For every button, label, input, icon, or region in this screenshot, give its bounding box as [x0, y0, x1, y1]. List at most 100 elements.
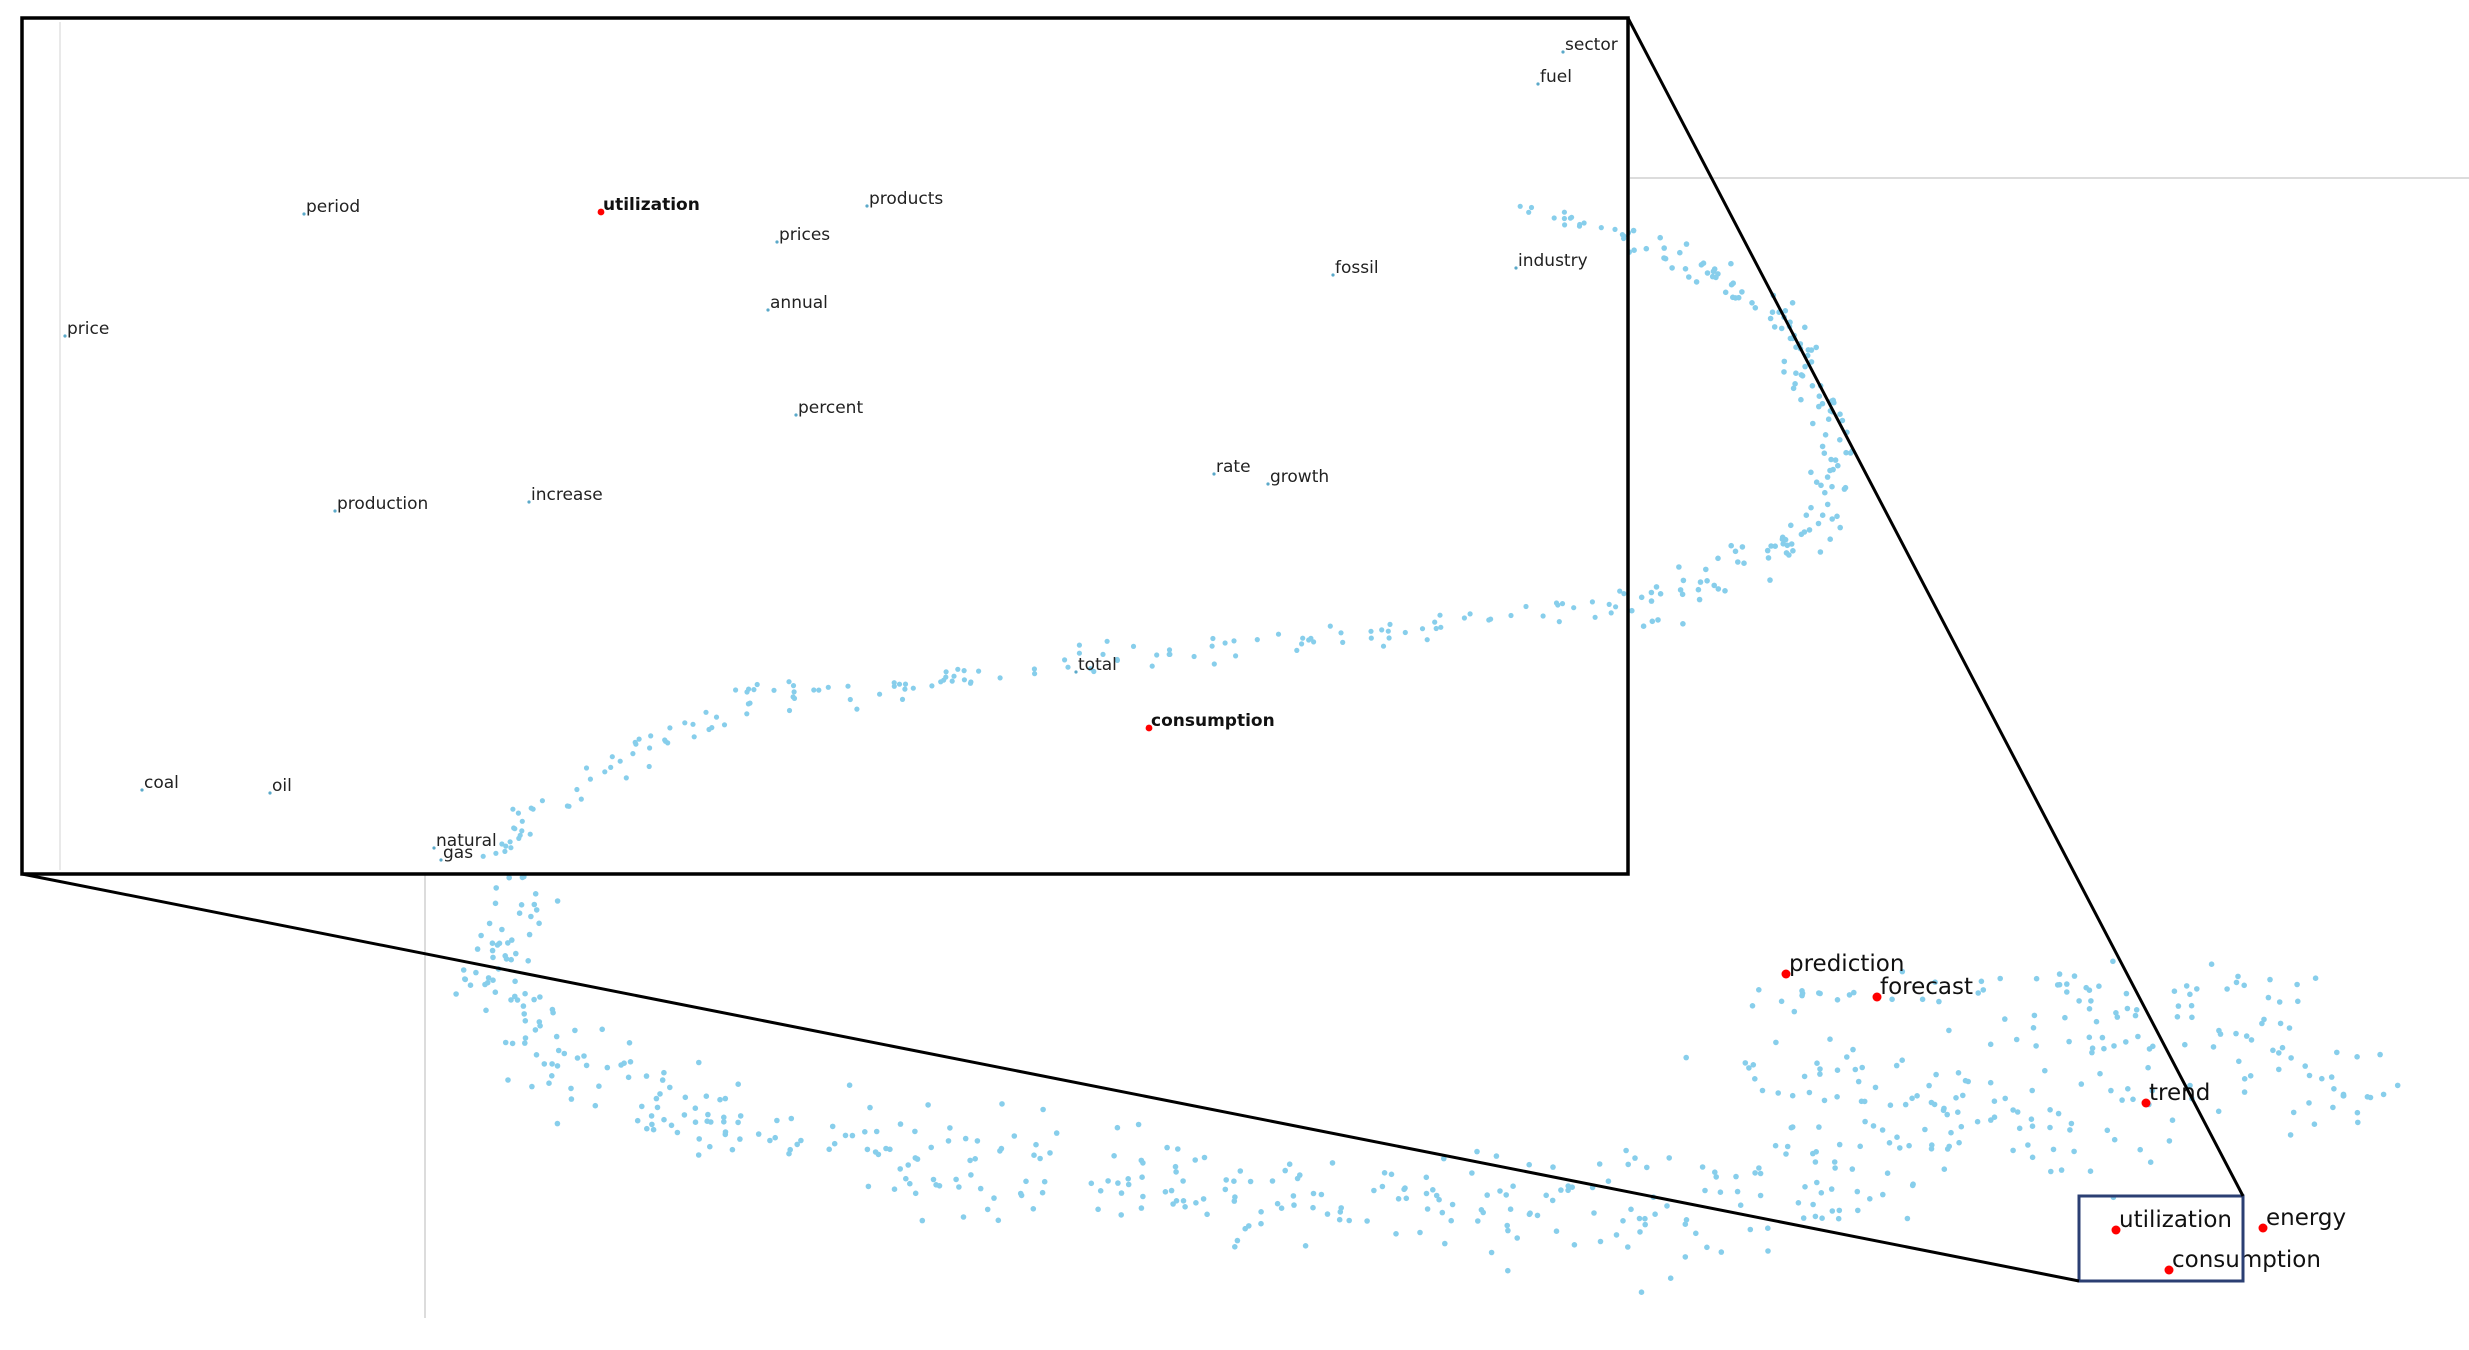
main-point-405: [522, 1035, 529, 1041]
inset-label-growth: growth: [1270, 467, 1329, 487]
main-point-734: [1664, 1203, 1670, 1209]
main-point-424: [522, 990, 528, 997]
main-point-607: [1017, 1190, 1024, 1197]
main-point-137: [1715, 555, 1721, 562]
main-point-805: [1906, 1142, 1912, 1149]
main-point-616: [1237, 1168, 1244, 1174]
main-point-954: [1932, 979, 1938, 985]
main-point-141: [1764, 547, 1771, 554]
main-point-661: [1364, 1218, 1370, 1224]
main-point-895: [2133, 1007, 2140, 1013]
main-point-983: [2241, 982, 2247, 989]
main-point-150: [1803, 512, 1810, 518]
main-point-902: [2261, 1016, 2267, 1023]
main-marker-consumption: [2164, 1265, 2174, 1275]
main-point-594: [1291, 1202, 1297, 1208]
main-point-674: [1493, 1153, 1500, 1159]
main-point-713: [1855, 1207, 1861, 1214]
zoom-region-box: [2077, 1194, 2245, 1283]
inset-point-157: [630, 751, 636, 757]
main-point-496: [849, 1132, 856, 1139]
inset-point-41: [1327, 623, 1333, 629]
main-point-846: [2067, 1127, 2073, 1133]
main-point-766: [1987, 1041, 1994, 1048]
main-point-464: [692, 1105, 699, 1111]
main-point-155: [1711, 582, 1717, 589]
main-point-578: [1274, 1200, 1281, 1207]
main-point-399: [568, 1085, 574, 1092]
inset-point-143: [744, 689, 750, 695]
main-point-872: [2089, 1049, 2095, 1056]
main-point-850: [2097, 1070, 2103, 1077]
main-point-925: [2354, 1054, 2360, 1060]
inset-marker-price: [63, 334, 67, 338]
inset-point-138: [648, 733, 654, 739]
main-point-162: [1784, 542, 1791, 549]
main-point-899: [2086, 1034, 2093, 1041]
inset-label-utilization: utilization: [603, 195, 700, 215]
main-point-826: [2025, 1142, 2031, 1148]
inset-label-coal: coal: [144, 773, 179, 793]
inset-point-135: [744, 711, 750, 717]
zoom-connector-top: [1626, 17, 2245, 1197]
main-point-15: [1631, 247, 1637, 253]
inset-marker-oil: [268, 791, 272, 795]
main-point-929: [2130, 1096, 2136, 1103]
main-point-16: [1643, 245, 1650, 252]
inset-point-118: [771, 687, 777, 693]
main-point-967: [2064, 981, 2070, 987]
inset-point-112: [791, 695, 798, 702]
main-point-703: [1747, 1226, 1754, 1233]
inset-point-116: [816, 687, 822, 693]
main-point-394: [509, 937, 515, 943]
main-point-148: [1790, 548, 1796, 554]
inset-point-115: [854, 706, 860, 712]
inset-point-9: [1551, 215, 1557, 221]
main-point-980: [2123, 990, 2130, 997]
main-point-786: [1814, 1060, 1820, 1066]
main-point-45: [1782, 308, 1789, 314]
main-point-70: [1802, 324, 1808, 331]
main-point-688: [1596, 1161, 1603, 1167]
main-point-779: [1948, 1129, 1954, 1136]
inset-point-113: [910, 685, 916, 691]
main-point-469: [653, 1095, 660, 1102]
main-point-884: [2076, 998, 2082, 1004]
main-point-834: [2014, 1109, 2021, 1115]
main-point-778: [1775, 1090, 1781, 1096]
inset-point-167: [515, 810, 522, 816]
main-point-958: [1778, 998, 1785, 1005]
main-point-508: [862, 1129, 868, 1135]
inset-point-103: [751, 687, 757, 693]
main-point-737: [1713, 1174, 1719, 1180]
main-point-828: [2111, 1136, 2118, 1143]
main-point-88: [1798, 396, 1804, 403]
main-point-774: [1899, 1057, 1905, 1063]
inset-point-26: [1523, 603, 1529, 610]
inset-point-50: [1299, 641, 1305, 647]
main-point-726: [1812, 1159, 1819, 1165]
main-point-873: [2286, 1025, 2293, 1031]
main-point-527: [867, 1104, 873, 1111]
main-point-465: [682, 1094, 689, 1101]
inset-point-94: [929, 683, 935, 689]
main-point-725: [1620, 1218, 1626, 1224]
inset-point-145: [583, 765, 590, 771]
main-marker-utilization: [2111, 1225, 2121, 1235]
main-point-615: [1140, 1193, 1146, 1200]
main-point-30: [1693, 279, 1700, 285]
main-point-170: [1629, 607, 1635, 614]
main-point-134: [1679, 591, 1686, 598]
main-point-397: [583, 1062, 590, 1069]
main-point-493: [991, 1195, 997, 1201]
inset-point-177: [517, 832, 523, 838]
inset-marker-coal: [140, 788, 144, 792]
main-point-920: [2241, 1089, 2248, 1095]
main-point-832: [2068, 1120, 2075, 1127]
inset-point-149: [519, 818, 525, 824]
main-point-690: [1623, 1147, 1629, 1154]
main-point-808: [1941, 1166, 1948, 1172]
main-point-379: [531, 901, 538, 908]
main-point-678: [1625, 1244, 1631, 1250]
inset-point-10: [1561, 209, 1567, 215]
